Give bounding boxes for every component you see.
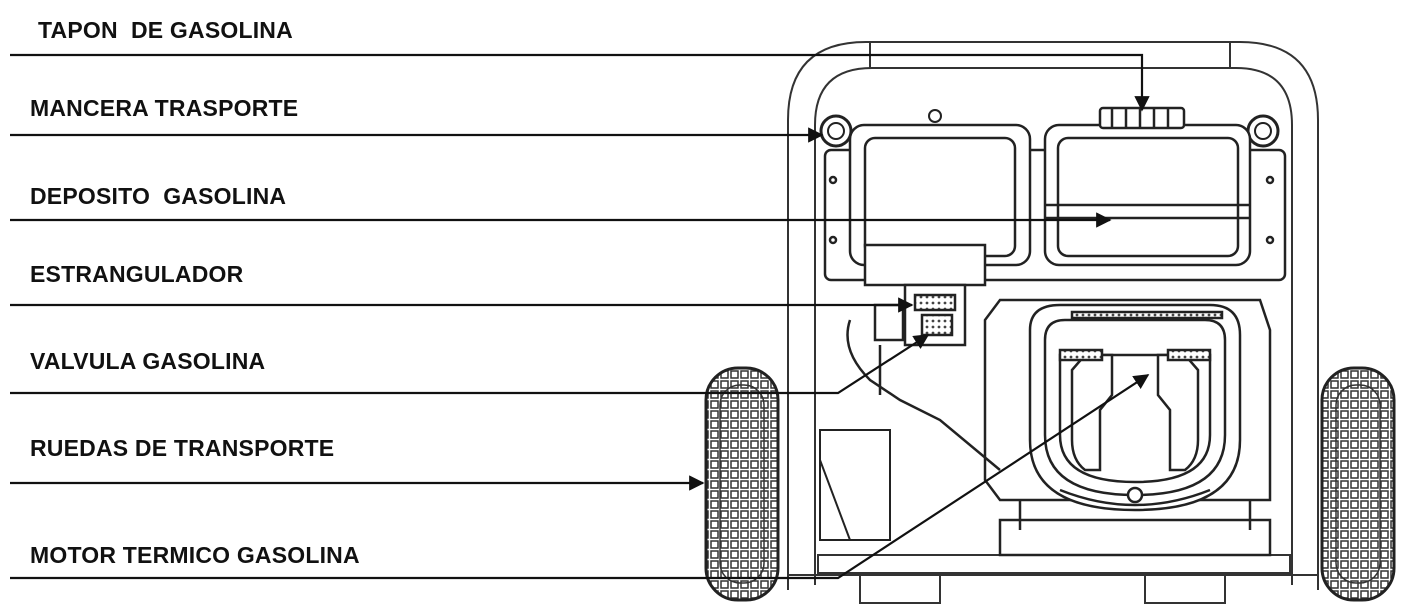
label-valvula-gasolina: VALVULA GASOLINA bbox=[30, 348, 266, 374]
wheel-right bbox=[1320, 366, 1396, 602]
label-tapon-de-gasolina: TAPON DE GASOLINA bbox=[38, 17, 293, 43]
label-mancera-trasporte: MANCERA TRASPORTE bbox=[30, 95, 299, 121]
leader-line-tapon bbox=[10, 53, 1150, 112]
label-deposito-gasolina: DEPOSITO GASOLINA bbox=[30, 183, 287, 209]
fuel-cap bbox=[1098, 106, 1186, 130]
transport-frame bbox=[787, 41, 1319, 604]
handle-knob-left bbox=[819, 114, 853, 148]
engine bbox=[1028, 303, 1242, 512]
control-box bbox=[819, 429, 891, 541]
label-ruedas-de-transporte: RUEDAS DE TRANSPORTE bbox=[30, 435, 335, 461]
leader-line-motor bbox=[10, 374, 1150, 580]
lift-eye bbox=[928, 109, 942, 123]
label-motor-termico-gasolina: MOTOR TERMICO GASOLINA bbox=[30, 542, 360, 568]
carburettor-block bbox=[846, 243, 1001, 471]
wheel-left bbox=[704, 366, 780, 602]
handle-knob-right bbox=[1246, 114, 1280, 148]
label-estrangulador: ESTRANGULADOR bbox=[30, 261, 244, 287]
leader-line-valvula bbox=[10, 334, 930, 395]
